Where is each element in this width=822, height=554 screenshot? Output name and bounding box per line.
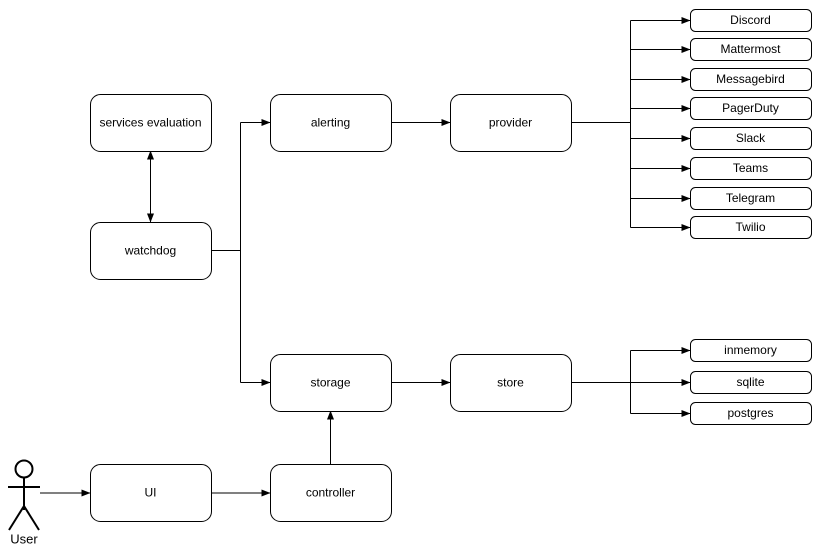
store-leaf-boxes-layer: inmemory sqlite postgres [690, 339, 812, 425]
node-box-ui [90, 464, 212, 522]
leaf-box-telegram [690, 187, 812, 210]
leaf-box-sqlite [690, 371, 812, 394]
leaf-label-discord: Discord [730, 13, 771, 27]
leaf-twilio[interactable]: Twilio [690, 216, 812, 239]
leaf-box-postgres [690, 402, 812, 425]
node-controller[interactable]: controller [270, 464, 392, 522]
node-provider[interactable]: provider [450, 94, 572, 152]
leaf-sqlite[interactable]: sqlite [690, 371, 812, 394]
leaf-box-twilio [690, 216, 812, 239]
leaf-label-sqlite: sqlite [736, 375, 764, 389]
leaf-messagebird[interactable]: Messagebird [690, 68, 812, 91]
leaf-label-teams: Teams [733, 161, 768, 175]
leaf-postgres[interactable]: postgres [690, 402, 812, 425]
node-box-controller [270, 464, 392, 522]
stick-figure-actor-icon [14, 459, 34, 479]
node-label-watchdog: watchdog [124, 244, 176, 258]
node-alerting[interactable]: alerting [270, 94, 392, 152]
leaf-inmemory[interactable]: inmemory [690, 339, 812, 362]
leaf-label-slack: Slack [736, 131, 766, 145]
node-label-provider: provider [489, 116, 532, 130]
node-box-storage [270, 354, 392, 412]
leaf-pagerduty[interactable]: PagerDuty [690, 97, 812, 120]
leaf-label-postgres: postgres [727, 406, 773, 420]
node-box-services-evaluation [90, 94, 212, 152]
node-label-services-evaluation: services evaluation [99, 116, 201, 130]
node-storage[interactable]: storage [270, 354, 392, 412]
node-label-storage: storage [310, 376, 350, 390]
leaf-teams[interactable]: Teams [690, 157, 812, 180]
user-actor-label: User [10, 531, 38, 546]
user-actor[interactable]: User [8, 459, 40, 547]
edge-provider-fanout [571, 17, 691, 231]
leaf-box-discord [690, 9, 812, 32]
node-label-controller: controller [306, 486, 355, 500]
leaf-box-inmemory [690, 339, 812, 362]
leaf-box-slack [690, 127, 812, 150]
node-box-provider [450, 94, 572, 152]
node-label-ui: UI [145, 486, 157, 500]
leaf-box-messagebird [690, 68, 812, 91]
leaf-mattermost[interactable]: Mattermost [690, 38, 812, 61]
leaf-label-pagerduty: PagerDuty [722, 101, 779, 115]
node-box-alerting [270, 94, 392, 152]
leaf-box-teams [690, 157, 812, 180]
node-label-alerting: alerting [311, 116, 350, 130]
node-box-watchdog [90, 222, 212, 280]
node-box-store [450, 354, 572, 412]
node-watchdog[interactable]: watchdog [90, 222, 212, 280]
leaf-label-mattermost: Mattermost [720, 42, 781, 56]
leaf-label-inmemory: inmemory [724, 343, 777, 357]
leaf-telegram[interactable]: Telegram [690, 187, 812, 210]
leaf-label-twilio: Twilio [735, 220, 765, 234]
leaf-slack[interactable]: Slack [690, 127, 812, 150]
node-label-store: store [497, 376, 524, 390]
leaf-discord[interactable]: Discord [690, 9, 812, 32]
leaf-box-pagerduty [690, 97, 812, 120]
provider-leaf-boxes-layer: DiscordMattermostMessagebirdPagerDutySla… [690, 9, 812, 239]
leaf-label-messagebird: Messagebird [716, 72, 785, 86]
node-boxes-layer: services evaluation watchdog alerting provi… [90, 94, 572, 522]
edge-store-fanout [571, 347, 691, 417]
node-store[interactable]: store [450, 354, 572, 412]
node-ui[interactable]: UI [90, 464, 212, 522]
leaf-label-telegram: Telegram [726, 191, 775, 205]
leaf-box-mattermost [690, 38, 812, 61]
node-services-evaluation[interactable]: services evaluation [90, 94, 212, 152]
edge-watchdog-branch [211, 119, 271, 386]
